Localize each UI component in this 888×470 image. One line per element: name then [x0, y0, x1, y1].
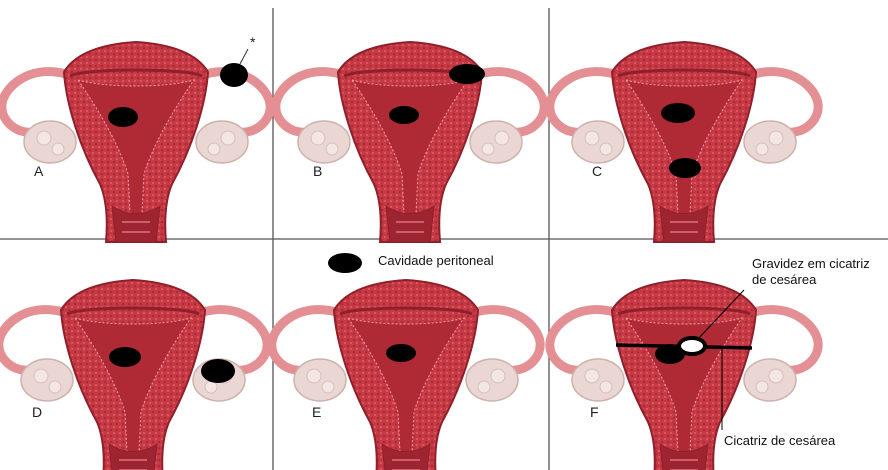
panel-d: D: [0, 280, 267, 470]
pregnancy-ovarian-d: [201, 359, 235, 383]
scar-label: Cicatriz de cesárea: [724, 433, 836, 448]
pregnancy-cornual-b: [449, 64, 485, 84]
tube-marker: *: [250, 34, 256, 50]
pregnancy-uterine-body-e: [386, 344, 416, 362]
panel-a: * A: [2, 34, 270, 242]
pregnancy-uterine-body-b: [389, 106, 419, 124]
panel-e: Cavidade peritoneal E: [272, 253, 540, 470]
panel-c: C: [550, 42, 818, 242]
panel-label-b: B: [313, 163, 322, 179]
pregnancy-uterine-body-a: [108, 107, 138, 127]
scar-pregnancy-label: Gravidez em cicatriz de cesárea: [752, 256, 873, 287]
tube-marker-line: [240, 49, 248, 64]
panel-label-e: E: [312, 404, 321, 420]
panel-label-f: F: [590, 404, 599, 420]
pregnancy-uterine-body-c: [661, 103, 695, 123]
pregnancy-uterine-body-d: [109, 347, 141, 367]
pregnancy-fallopian-tube-a: [220, 63, 248, 87]
legend-label: Cavidade peritoneal: [378, 253, 494, 268]
panel-b: B: [276, 42, 544, 242]
panel-f: Gravidez em cicatriz de cesárea Cicatriz…: [550, 256, 874, 470]
pregnancy-scar-f: [679, 338, 705, 354]
panel-label-d: D: [32, 404, 42, 420]
panel-label-c: C: [592, 163, 602, 179]
legend-marker: [328, 253, 362, 273]
panel-label-a: A: [34, 163, 44, 179]
pregnancy-cervical-c: [669, 158, 701, 178]
